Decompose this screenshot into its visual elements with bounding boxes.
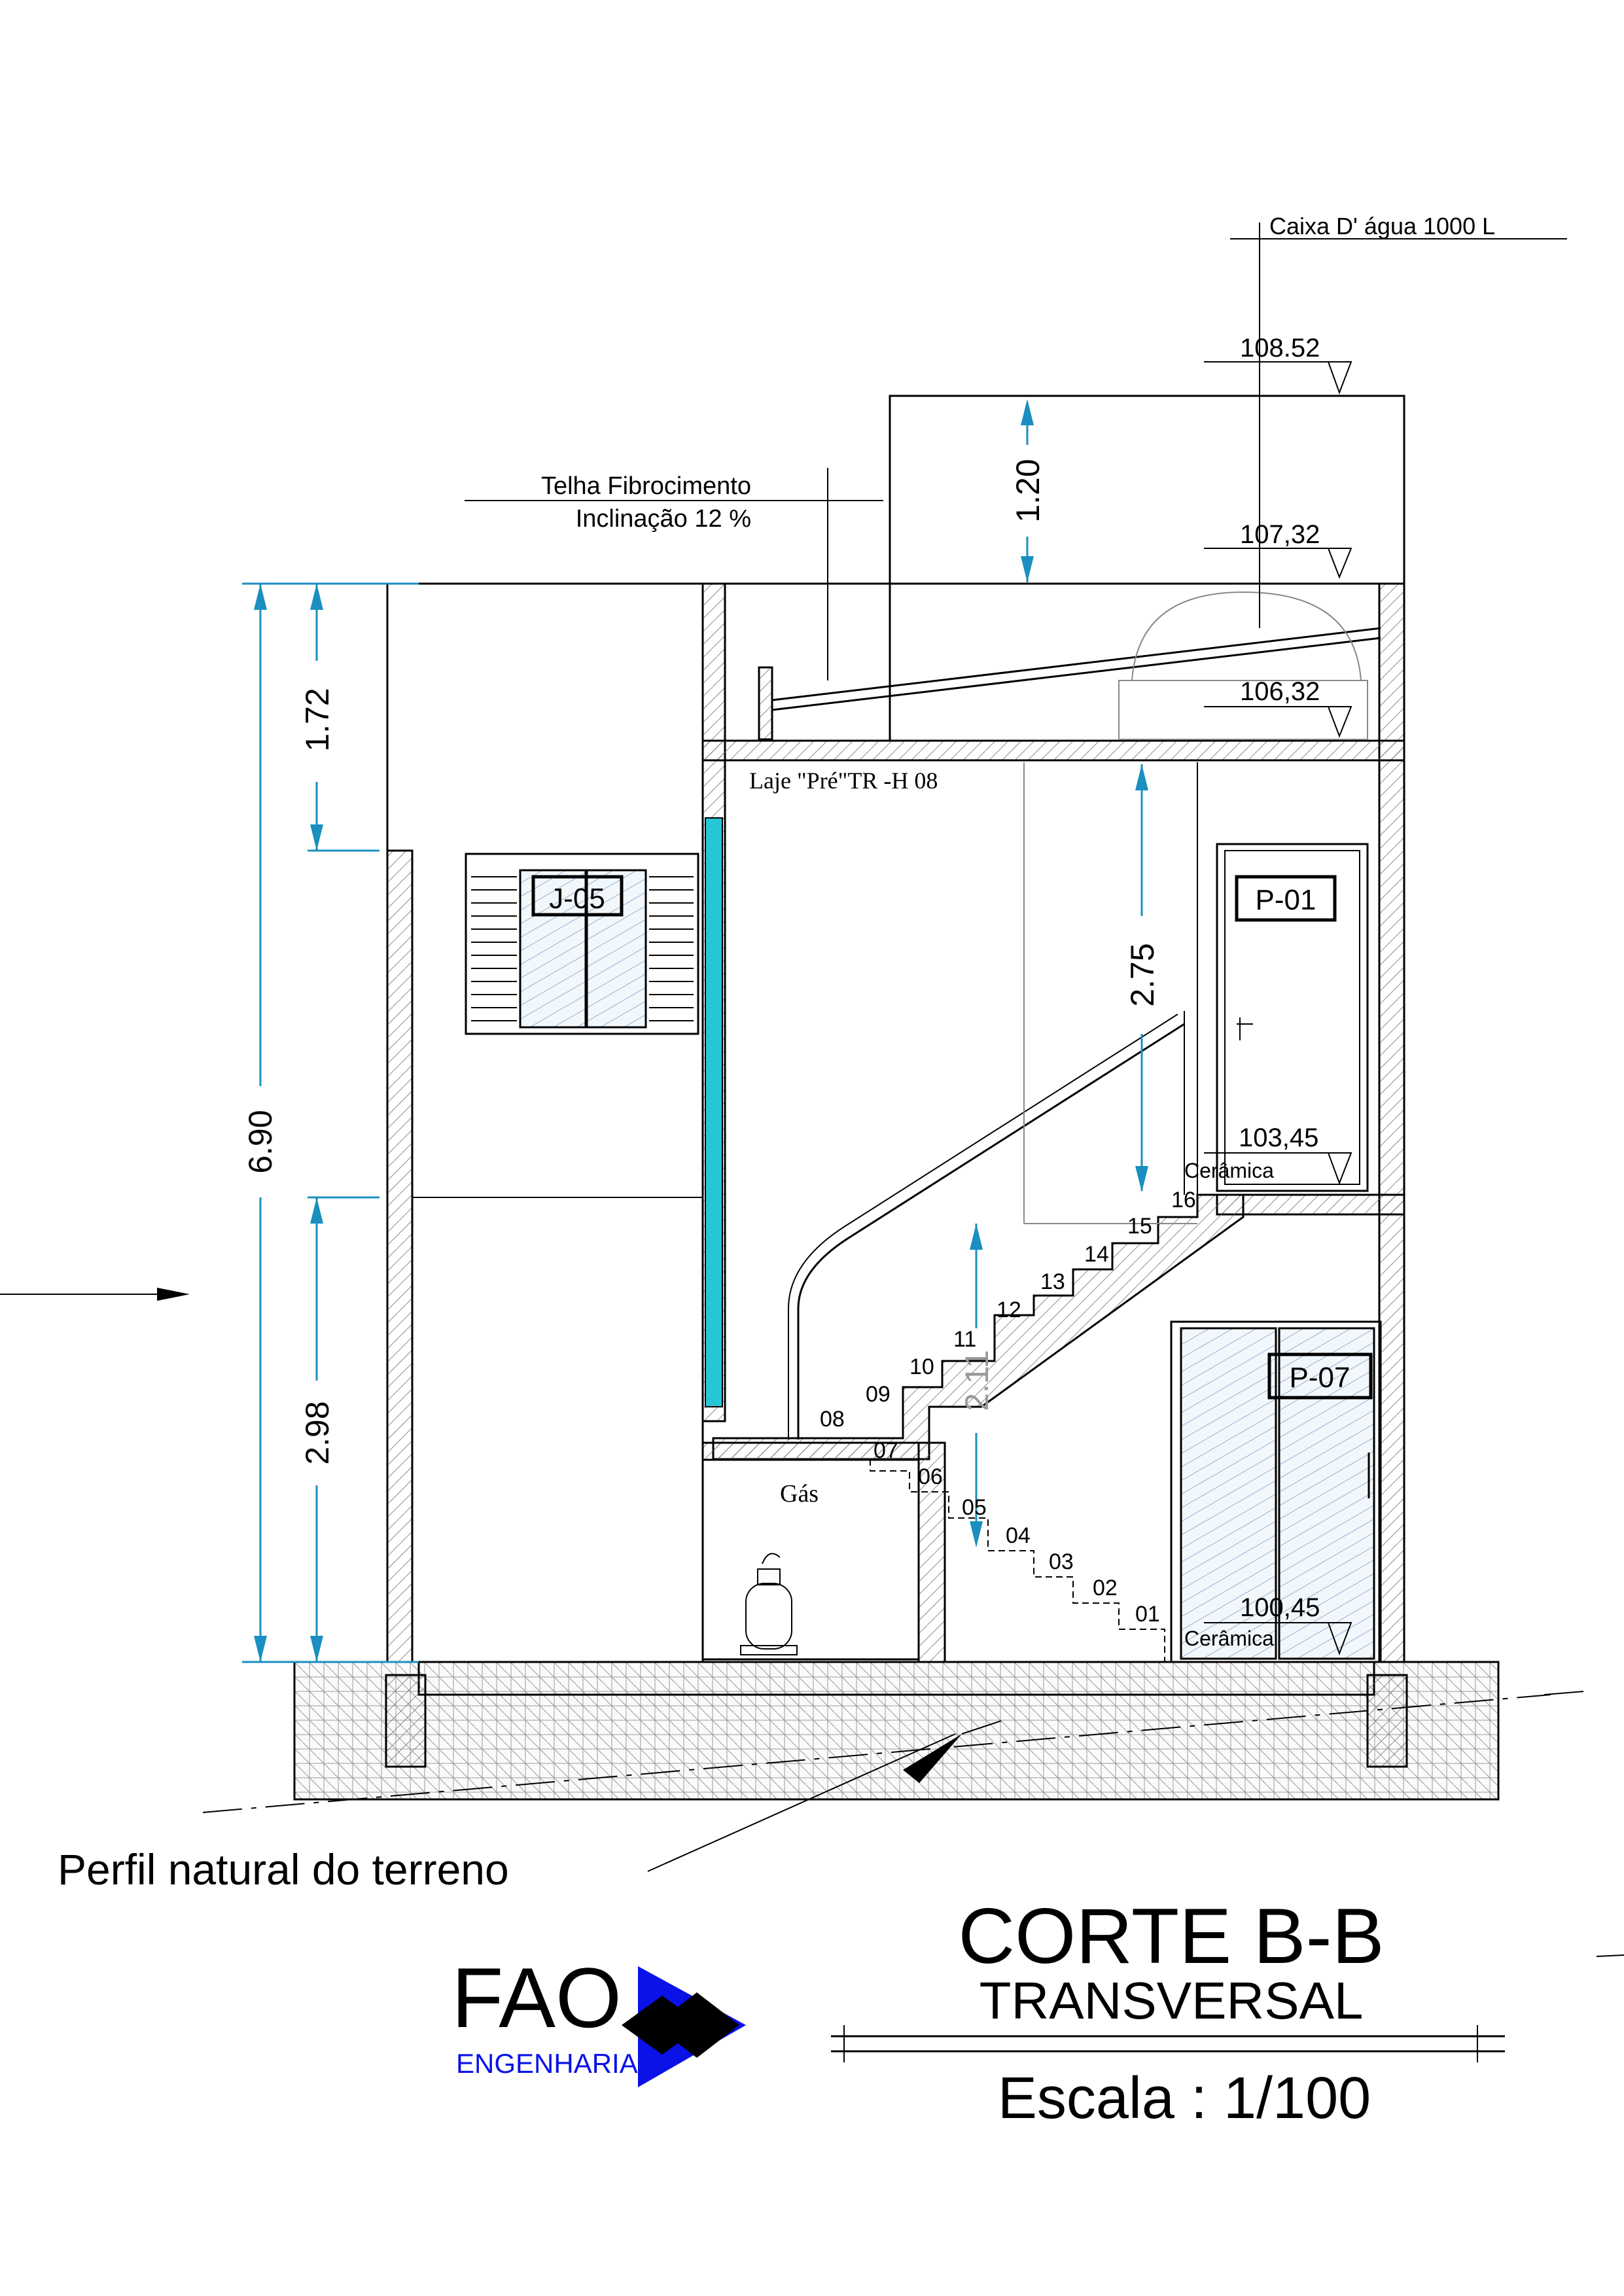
inclinacao-label: Inclinação 12 %: [576, 505, 751, 533]
ceramica-upper: Cerâmica: [1184, 1159, 1274, 1182]
step-number: 06: [918, 1464, 943, 1489]
step-number: 08: [820, 1407, 845, 1432]
step-number: 04: [1006, 1523, 1031, 1548]
gas-label: Gás: [780, 1480, 819, 1508]
door-upper-tag-box: [1235, 875, 1337, 922]
dim-total-height: 6.90: [242, 1110, 279, 1173]
dimension-stair-clearance: [970, 1224, 983, 1547]
window-j05: [465, 853, 699, 1035]
door-lower-tag: P-07: [1290, 1362, 1350, 1394]
step-number: 12: [997, 1298, 1021, 1322]
step-number: 07: [874, 1438, 898, 1463]
level-marker-top: [1204, 361, 1352, 395]
dim-lower-window: 2.98: [299, 1401, 336, 1464]
step-number: 13: [1040, 1269, 1065, 1294]
dim-upper-parapet: 1.72: [299, 688, 336, 751]
terrain-label: Perfil natural do terreno: [58, 1845, 509, 1894]
logo-subtitle: ENGENHARIA: [456, 2048, 638, 2079]
telha-label: Telha Fibrocimento: [541, 472, 751, 500]
caixa-leader: [1230, 222, 1567, 628]
dimension-total-height: [242, 582, 419, 1663]
section-arrow: [0, 1288, 190, 1301]
level-marker-ground: [1204, 1622, 1352, 1655]
level-marker-upper-floor: [1204, 1152, 1352, 1185]
title-scale: Escala : 1/100: [998, 2066, 1371, 2131]
stair-step-numbers: 01 02 03 04 05 06 07 08 09 10 11 12 13 1…: [820, 1188, 1196, 1627]
logo-mark-icon: [622, 1966, 746, 2087]
step-number: 05: [962, 1495, 987, 1520]
step-number: 09: [866, 1382, 891, 1407]
title-sub: TRANSVERSAL: [980, 1971, 1364, 2030]
stair: [712, 762, 1244, 1662]
margin-mark: [1596, 1954, 1624, 1957]
gas-room: [701, 1441, 946, 1663]
level-ground: 100,45: [1240, 1593, 1320, 1622]
window-tag: J-05: [549, 883, 605, 915]
telha-leader: [465, 468, 883, 680]
building-outline: [386, 395, 1405, 1663]
dimension-lower-window: [308, 1196, 380, 1662]
step-number: 11: [953, 1327, 976, 1352]
level-marker-roof: [1204, 548, 1352, 579]
dimension-water-tank: [1021, 399, 1034, 582]
laje-label: Laje "Pré"TR -H 08: [749, 768, 938, 794]
window-tag-box: [531, 875, 624, 917]
terrain-leader: [647, 1720, 1002, 1872]
ground-block: [202, 1661, 1584, 1813]
step-number: 10: [909, 1354, 934, 1379]
gas-cylinder-icon: [740, 1553, 798, 1655]
dimension-upper-parapet: [308, 584, 380, 852]
title-main: CORTE B-B: [958, 1892, 1384, 1980]
door-p07: [1170, 1320, 1382, 1663]
step-number: 14: [1084, 1242, 1109, 1267]
dim-water-tank: 1.20: [1010, 459, 1046, 522]
step-number: 01: [1135, 1602, 1160, 1627]
door-upper-tag: P-01: [1256, 884, 1316, 916]
step-number: 02: [1093, 1576, 1118, 1600]
title-underline: [831, 2025, 1505, 2062]
dimension-upper-floor: [1135, 764, 1148, 1192]
dim-stair-clearance: 2.11: [959, 1350, 995, 1411]
logo-name: FAO: [451, 1950, 622, 2045]
ceramica-lower: Cerâmica: [1184, 1627, 1274, 1650]
level-upper-floor: 103,45: [1239, 1123, 1318, 1152]
level-marker-slab: [1204, 706, 1352, 738]
door-p01: [1216, 843, 1369, 1192]
caixa-dagua-label: Caixa D' água 1000 L: [1269, 213, 1495, 239]
step-number: 15: [1127, 1214, 1152, 1239]
dim-upper-floor: 2.75: [1124, 943, 1161, 1006]
door-lower-tag-box: [1267, 1352, 1373, 1400]
level-slab: 106,32: [1240, 677, 1320, 706]
step-number: 03: [1049, 1549, 1074, 1574]
step-number: 16: [1171, 1188, 1196, 1212]
level-roof: 107,32: [1240, 520, 1320, 549]
level-top: 108.52: [1240, 334, 1320, 362]
